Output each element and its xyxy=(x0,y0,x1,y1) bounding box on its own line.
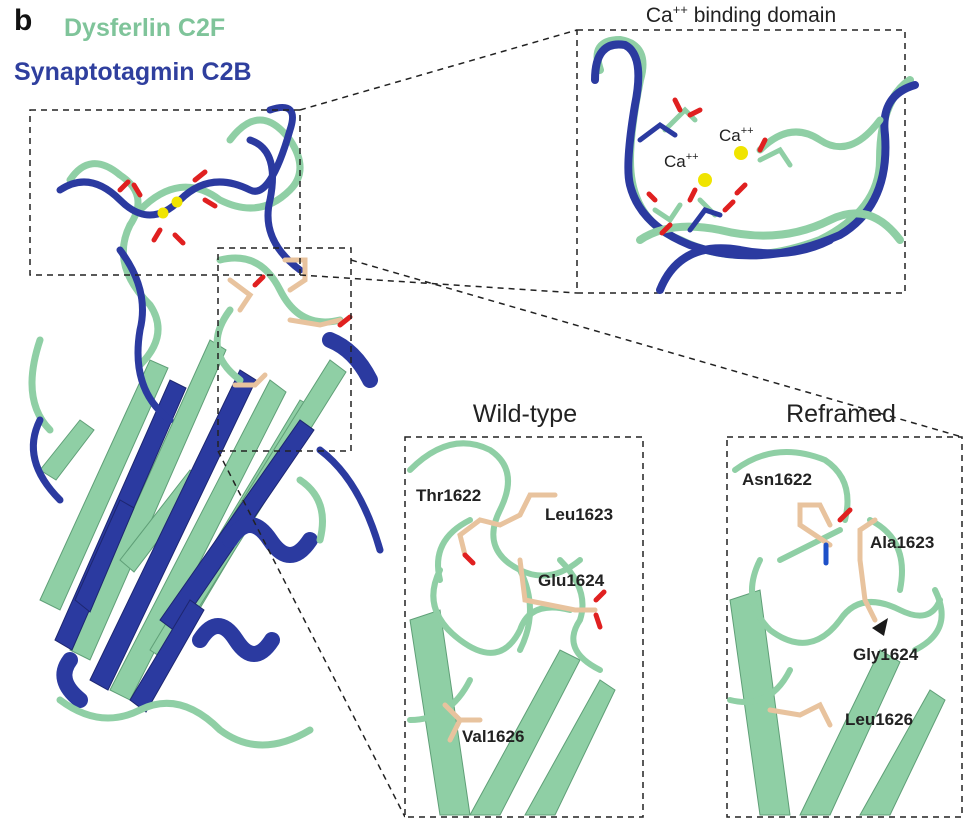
ca-ion-label-2: Ca++ xyxy=(664,151,699,171)
residue-label-leu1626: Leu1626 xyxy=(845,710,913,729)
residue-label-glu1624: Glu1624 xyxy=(538,571,605,590)
ca-ion-label-1: Ca++ xyxy=(719,125,754,145)
calcium-ion-inset-2 xyxy=(698,173,712,187)
residue-label-leu1623: Leu1623 xyxy=(545,505,613,524)
calcium-ion-main-1 xyxy=(157,207,169,219)
residue-label-val1626: Val1626 xyxy=(462,727,524,746)
panel-letter: b xyxy=(14,4,32,37)
ca-inset-title: Ca++ binding domain xyxy=(646,2,836,27)
residue-label-ala1623: Ala1623 xyxy=(870,533,934,552)
residue-label-asn1622: Asn1622 xyxy=(742,470,812,489)
legend-synaptotagmin: Synaptotagmin C2B xyxy=(14,58,252,86)
residue-label-gly1624: Gly1624 xyxy=(853,645,919,664)
main-protein-structure xyxy=(28,104,384,749)
legend-dysferlin: Dysferlin C2F xyxy=(64,14,225,42)
inset-reframed: Reframed Asn1622 Ala1623 Gly1624 xyxy=(726,400,963,818)
reframed-title: Reframed xyxy=(786,400,896,428)
calcium-ion-inset-1 xyxy=(734,146,748,160)
residue-label-thr1622: Thr1622 xyxy=(416,486,481,505)
inset-wild-type: Wild-type Thr1622 Leu1623 Glu1624 xyxy=(404,400,644,818)
ca-region-box xyxy=(29,109,301,276)
residue-region-box xyxy=(217,247,352,452)
inset-ca-binding-domain: Ca++ binding domain Ca++ Ca++ xyxy=(576,2,919,294)
arrowhead-marker xyxy=(872,618,888,636)
calcium-ion-main-2 xyxy=(171,196,183,208)
wild-type-title: Wild-type xyxy=(473,400,577,428)
connector-lines xyxy=(217,29,963,818)
